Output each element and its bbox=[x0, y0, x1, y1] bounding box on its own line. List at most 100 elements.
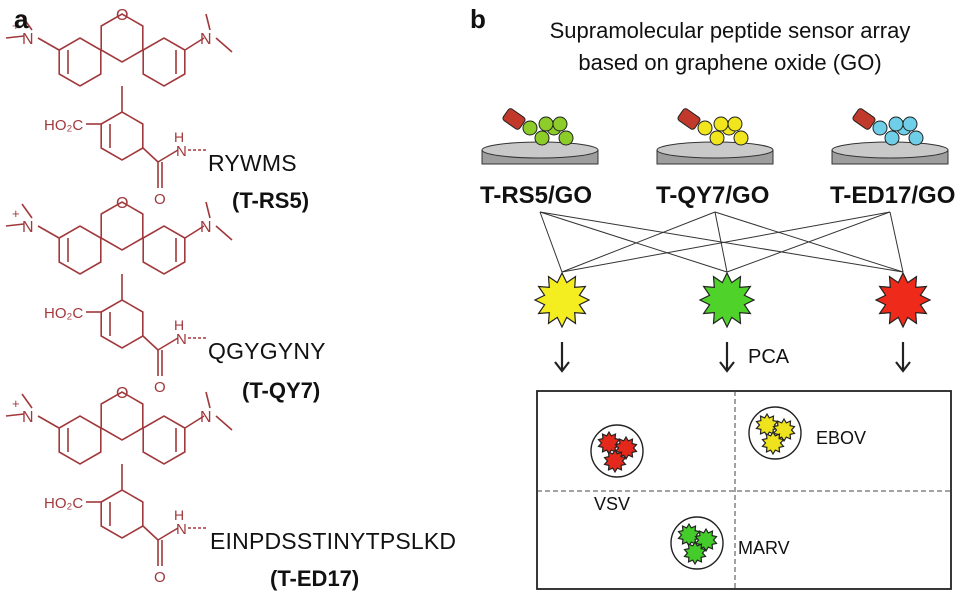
bond-amide bbox=[142, 335, 159, 351]
bond-cn bbox=[157, 149, 179, 163]
connection-line bbox=[539, 211, 728, 273]
sensor-label-qy7: T-QY7/GO bbox=[656, 182, 770, 209]
atom-n-amide: N bbox=[176, 521, 187, 538]
peptide-bead bbox=[727, 116, 743, 132]
atom-plus: + bbox=[12, 396, 20, 411]
cluster-label-vsv: VSV bbox=[594, 494, 631, 514]
bond-n-left bbox=[37, 225, 60, 239]
peptide-bead bbox=[888, 116, 904, 132]
code-rs5-text: T-RS5 bbox=[239, 188, 302, 213]
atom-n-left: N bbox=[22, 31, 34, 48]
ring-left bbox=[58, 225, 102, 275]
cluster-point bbox=[603, 448, 627, 474]
arrow-1 bbox=[719, 342, 735, 373]
connection-line bbox=[889, 211, 904, 273]
connection-line bbox=[726, 211, 891, 273]
methyl bbox=[215, 415, 233, 431]
sequence-qy7: QGYGYNY bbox=[208, 338, 326, 364]
ring-middle bbox=[100, 13, 144, 63]
ring-left bbox=[58, 415, 102, 465]
peptide-bead bbox=[902, 116, 918, 132]
dye-tag bbox=[502, 108, 526, 130]
bond-cn bbox=[157, 337, 179, 351]
arrow-head bbox=[895, 361, 911, 373]
atom-n-right: N bbox=[200, 219, 212, 236]
arrow-head bbox=[554, 361, 570, 373]
methyl bbox=[215, 37, 233, 53]
atom-n-amide: N bbox=[176, 143, 187, 160]
arrow-0 bbox=[554, 342, 570, 373]
sensor-platform-0 bbox=[481, 108, 599, 165]
cluster-point bbox=[683, 540, 707, 566]
signal-burst-1 bbox=[698, 271, 756, 329]
ring-left bbox=[58, 37, 102, 87]
atom-n-left: N bbox=[22, 409, 34, 426]
code-ed17: (T-ED17) bbox=[270, 566, 360, 591]
atom-n-right: N bbox=[200, 31, 212, 48]
atom-h: H bbox=[174, 317, 184, 333]
methyl bbox=[205, 391, 211, 409]
connection-line bbox=[561, 211, 891, 273]
methyl bbox=[215, 225, 233, 241]
code-qy7-text: T-QY7 bbox=[249, 378, 313, 403]
atom-ho2c: HO₂C bbox=[44, 495, 83, 512]
panel-b-title-line2: based on graphene oxide (GO) bbox=[578, 50, 882, 75]
atom-o-carbonyl: O bbox=[154, 569, 166, 586]
connection-line bbox=[539, 211, 563, 273]
methyl bbox=[21, 203, 33, 219]
methyl bbox=[5, 413, 25, 417]
atom-plus: + bbox=[12, 18, 20, 33]
atom-o: O bbox=[116, 385, 128, 402]
panel-a-letter: a bbox=[14, 4, 29, 34]
pca-label: PCA bbox=[748, 346, 790, 368]
peptide-bead bbox=[552, 116, 568, 132]
sensor-label-ed17: T-ED17/GO bbox=[830, 182, 956, 209]
atom-n-left: N bbox=[22, 219, 34, 236]
methyl bbox=[205, 13, 211, 31]
sequence-ed17: EINPDSSTINYTPSLKD bbox=[210, 528, 457, 554]
atom-plus: + bbox=[12, 206, 20, 221]
peptide-bead bbox=[538, 116, 554, 132]
connection-line bbox=[714, 211, 728, 273]
methyl bbox=[205, 201, 211, 219]
code-qy7: (T-QY7) bbox=[242, 378, 321, 403]
atom-h: H bbox=[174, 507, 184, 523]
peptide-bead bbox=[522, 120, 538, 136]
dye-tag bbox=[852, 108, 876, 130]
arrow-head bbox=[719, 361, 735, 373]
ring-right bbox=[142, 37, 186, 87]
connection-lines bbox=[539, 211, 904, 273]
methyl bbox=[21, 15, 33, 31]
code-rs5: (T-RS5) bbox=[232, 188, 310, 213]
atom-o-carbonyl: O bbox=[154, 191, 166, 208]
peptide-bead bbox=[872, 120, 888, 136]
bond-n-left bbox=[37, 415, 60, 429]
ring-lower bbox=[100, 299, 144, 349]
arrow-2 bbox=[895, 342, 911, 373]
bond-n-right bbox=[184, 415, 205, 429]
connection-line bbox=[561, 211, 716, 273]
signal-burst-2 bbox=[874, 271, 932, 329]
peptide-bead bbox=[697, 120, 713, 136]
atom-o: O bbox=[116, 195, 128, 212]
panel-b-letter: b bbox=[470, 4, 486, 34]
cluster-label-marv: MARV bbox=[738, 538, 790, 558]
bond-amide bbox=[142, 525, 159, 541]
peptide-bead bbox=[733, 130, 749, 146]
atom-o-carbonyl: O bbox=[154, 379, 166, 396]
atom-n-amide: N bbox=[176, 331, 187, 348]
ring-lower bbox=[100, 489, 144, 539]
methyl bbox=[21, 393, 33, 409]
bond-cn bbox=[157, 527, 179, 541]
peptide-bead bbox=[558, 130, 574, 146]
sensor-label-rs5: T-RS5/GO bbox=[480, 182, 593, 209]
atom-ho2c: HO₂C bbox=[44, 305, 83, 322]
sensor-platform-2 bbox=[831, 108, 949, 165]
peptide-bead bbox=[534, 130, 550, 146]
panel-b-title-line1: Supramolecular peptide sensor array bbox=[549, 18, 911, 43]
signal-burst-0 bbox=[533, 271, 591, 329]
